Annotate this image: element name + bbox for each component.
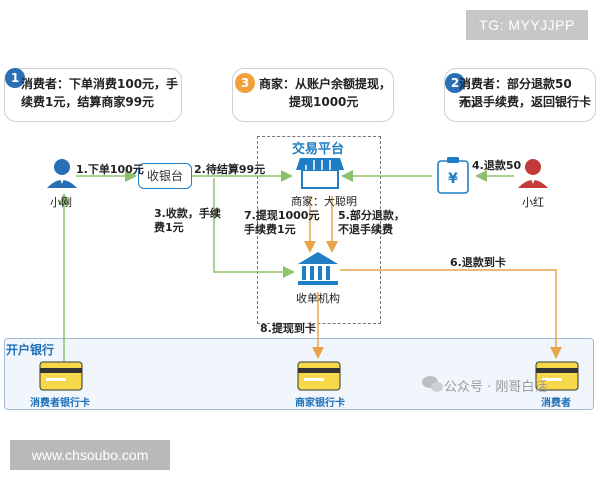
step-3-line-2: 费1元 <box>154 221 184 234</box>
step-3-line-1: 3.收款，手续 <box>154 207 221 220</box>
badge-3: 3 <box>235 73 255 93</box>
arrow-refund-to-card <box>340 269 562 359</box>
consumer-card-xiaohong-icon <box>535 361 579 391</box>
acquirer-label: 收单机构 <box>296 292 340 305</box>
merchant-bank-card-icon <box>297 361 341 391</box>
bubble-3-line-1: 商家：从账户余额提现， <box>259 77 392 91</box>
badge-1: 1 <box>5 68 25 88</box>
watermark-bottom: www.chsoubo.com <box>10 440 170 470</box>
step-7-line-2: 手续费1元 <box>244 223 296 236</box>
bubble-3-line-2: 提现1000元 <box>289 95 359 109</box>
merchant-bank-card-label: 商家银行卡 <box>295 398 345 409</box>
trading-platform-frame <box>257 136 381 324</box>
bubble-merchant-withdraw: 3 商家：从账户余额提现， 提现1000元 <box>232 68 394 122</box>
actor-xiaohong-label: 小红 <box>522 196 544 209</box>
wechat-icon <box>422 376 443 392</box>
trading-platform-title: 交易平台 <box>291 142 344 157</box>
step-7-line-1: 7.提现1000元 <box>244 209 320 222</box>
actor-xiaogang-label: 小刚 <box>50 196 72 209</box>
step-6-label: 6.退款到卡 <box>450 256 506 269</box>
consumer-xiaogang-icon <box>47 159 77 188</box>
bubble-consumer-order: 1 消费者：下单消费100元，手 续费1元，结算商家99元 <box>4 68 182 122</box>
watermark-top: TG: MYYJJPP <box>466 10 588 40</box>
step-4-label: 4.退款50 <box>472 159 522 172</box>
bubble-1-line-2: 续费1元，结算商家99元 <box>21 95 155 109</box>
store-icon <box>296 158 344 189</box>
step-2-label: 2.待结算99元 <box>194 163 266 176</box>
consumer-bank-card-label: 消费者银行卡 <box>30 398 90 409</box>
consumer-xiaohong-icon <box>518 159 548 188</box>
step-8-label: 8.提现到卡 <box>260 322 316 335</box>
arrow-collect <box>213 178 295 278</box>
wechat-watermark: 公众号 · 刚哥白话 <box>444 380 548 395</box>
step-1-label: 1.下单100元 <box>76 163 144 176</box>
svg-text:¥: ¥ <box>448 171 458 187</box>
merchant-label: 商家：大聪明 <box>291 195 357 208</box>
acquirer-bank-icon <box>298 252 338 285</box>
step-5-line-2: 不退手续费 <box>338 223 393 236</box>
consumer-card-xiaohong-label: 消费者 <box>541 398 571 409</box>
bubble-2-line-2: 不退手续费，返回银行卡 <box>459 95 592 109</box>
step-5-line-1: 5.部分退款， <box>338 209 405 222</box>
bubble-1-line-1: 消费者：下单消费100元，手 <box>21 77 179 91</box>
refund-receipt-icon: ¥ <box>437 157 469 194</box>
bubble-2-line-1: 消费者：部分退款50元， <box>459 77 572 109</box>
bubble-consumer-refund: 2 消费者：部分退款50元， 不退手续费，返回银行卡 <box>444 68 596 122</box>
cashier-node: 收银台 <box>138 163 192 189</box>
opening-bank-title: 开户银行 <box>6 343 55 357</box>
badge-2: 2 <box>445 73 465 93</box>
consumer-bank-card-icon <box>39 361 83 391</box>
